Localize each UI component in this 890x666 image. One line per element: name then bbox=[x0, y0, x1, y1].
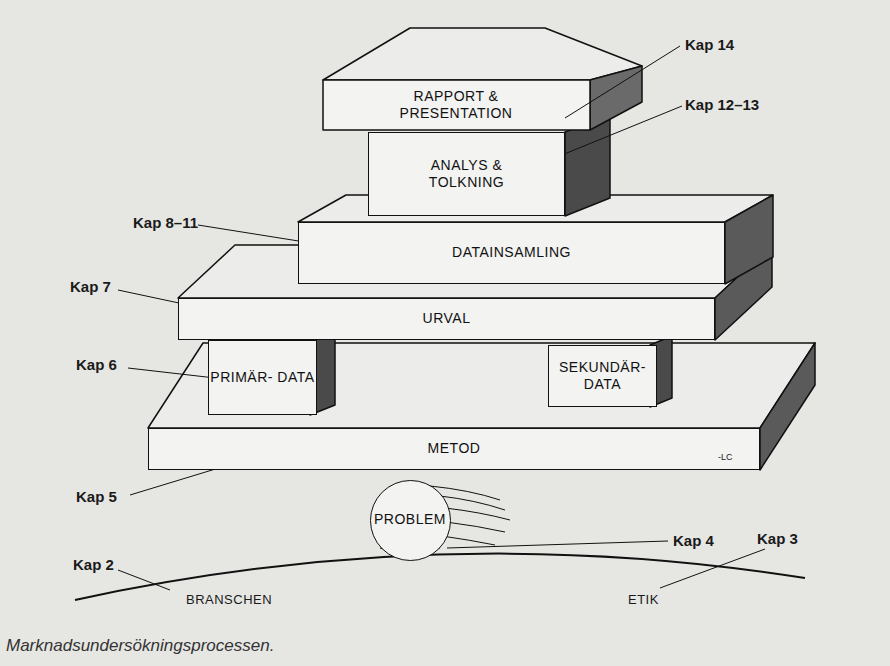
block-text: SEKUNDÄR- DATA bbox=[549, 359, 656, 394]
chapter-callout: Kap 12–13 bbox=[685, 96, 759, 113]
slab-block: METOD bbox=[148, 428, 760, 470]
chapter-callout: Kap 7 bbox=[70, 278, 111, 295]
chapter-callout: Kap 5 bbox=[76, 488, 117, 505]
figure-caption: Marknadsundersökningsprocessen. bbox=[6, 636, 274, 656]
block-text: DATAINSAMLING bbox=[452, 244, 571, 262]
artist-signature: -LC bbox=[718, 452, 733, 462]
chapter-callout: Kap 3 bbox=[757, 530, 798, 547]
block-text: RAPPORT & PRESENTATION bbox=[363, 88, 549, 123]
ground-label: ETIK bbox=[628, 592, 659, 607]
ground-label: BRANSCHEN bbox=[186, 592, 272, 607]
chapter-callout: Kap 4 bbox=[673, 532, 714, 549]
block-text: METOD bbox=[428, 440, 481, 458]
stacked-block: ANALYS & TOLKNING bbox=[368, 132, 565, 216]
slab-block: DATAINSAMLING bbox=[298, 222, 725, 284]
slab-block: URVAL bbox=[178, 298, 715, 340]
chapter-callout: Kap 2 bbox=[73, 556, 114, 573]
roof-block: RAPPORT & PRESENTATION bbox=[363, 82, 549, 128]
block-text: ANALYS & TOLKNING bbox=[404, 157, 529, 192]
chapter-callout: Kap 14 bbox=[685, 36, 734, 53]
chapter-callout: Kap 8–11 bbox=[133, 214, 198, 231]
pillar-block: PRIMÄR- DATA bbox=[208, 340, 317, 415]
pillar-block: SEKUNDÄR- DATA bbox=[548, 345, 657, 407]
chapter-callout: Kap 6 bbox=[76, 356, 117, 373]
block-text: URVAL bbox=[423, 310, 471, 328]
problem-roller: PROBLEM bbox=[370, 480, 451, 561]
block-text: PRIMÄR- DATA bbox=[210, 369, 314, 387]
block-text: PROBLEM bbox=[374, 511, 446, 529]
